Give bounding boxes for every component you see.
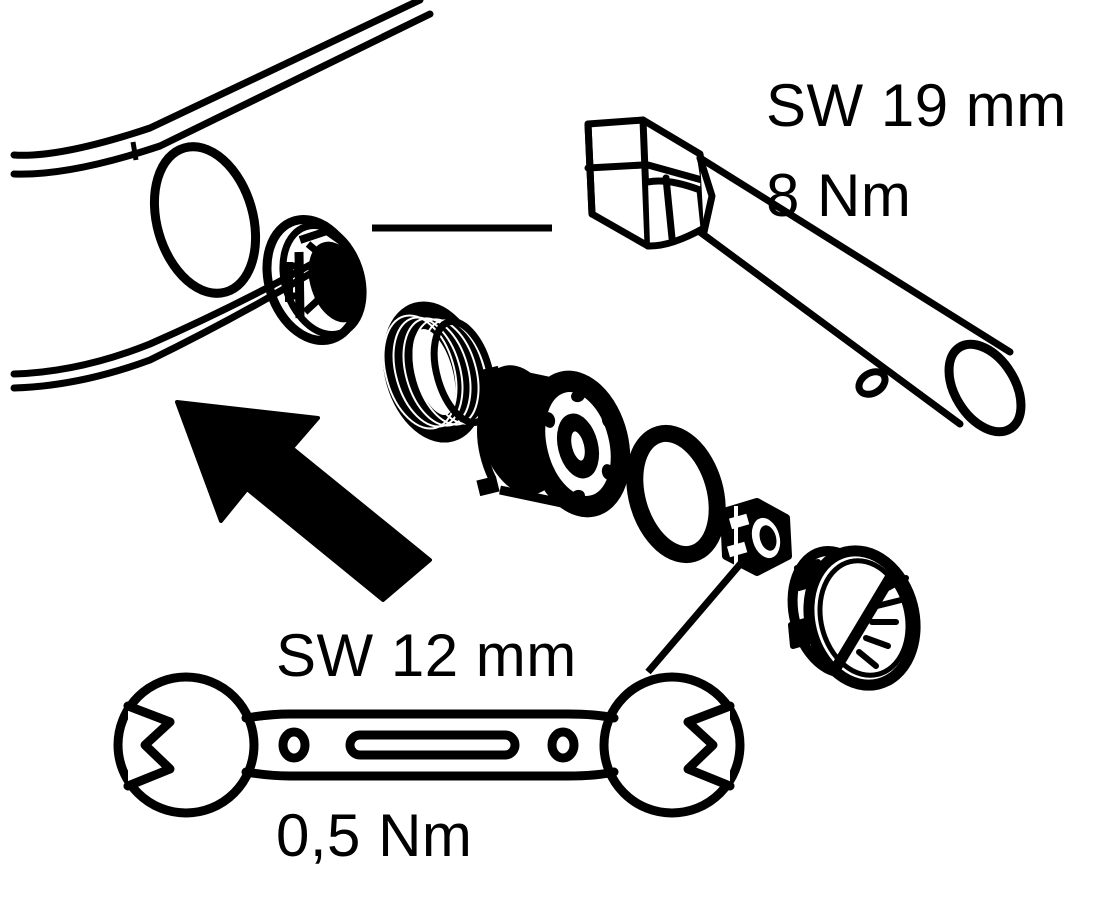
valve-seat-socket xyxy=(262,214,367,346)
fork-tube-seam xyxy=(130,141,139,161)
leader-line-open-wrench xyxy=(645,559,745,675)
adjuster-end-cap xyxy=(787,545,921,691)
assembly-direction-arrow xyxy=(175,400,432,602)
fork-leg-tube xyxy=(10,0,434,178)
valve-body-cartridge xyxy=(476,365,631,518)
o-ring-seal xyxy=(626,424,726,564)
open-wrench-size-label: SW 12 mm xyxy=(276,622,577,689)
open-end-wrench-tool xyxy=(113,672,745,818)
frame-mounting-hole xyxy=(149,142,261,298)
hex-nut xyxy=(720,498,792,576)
threaded-lock-ring xyxy=(382,301,496,443)
socket-wrench-tool xyxy=(584,116,1026,437)
socket-tool-torque-label: 8 Nm xyxy=(766,162,911,229)
socket-tool-size-label: SW 19 mm xyxy=(766,72,1067,139)
open-wrench-torque-label: 0,5 Nm xyxy=(276,802,472,869)
